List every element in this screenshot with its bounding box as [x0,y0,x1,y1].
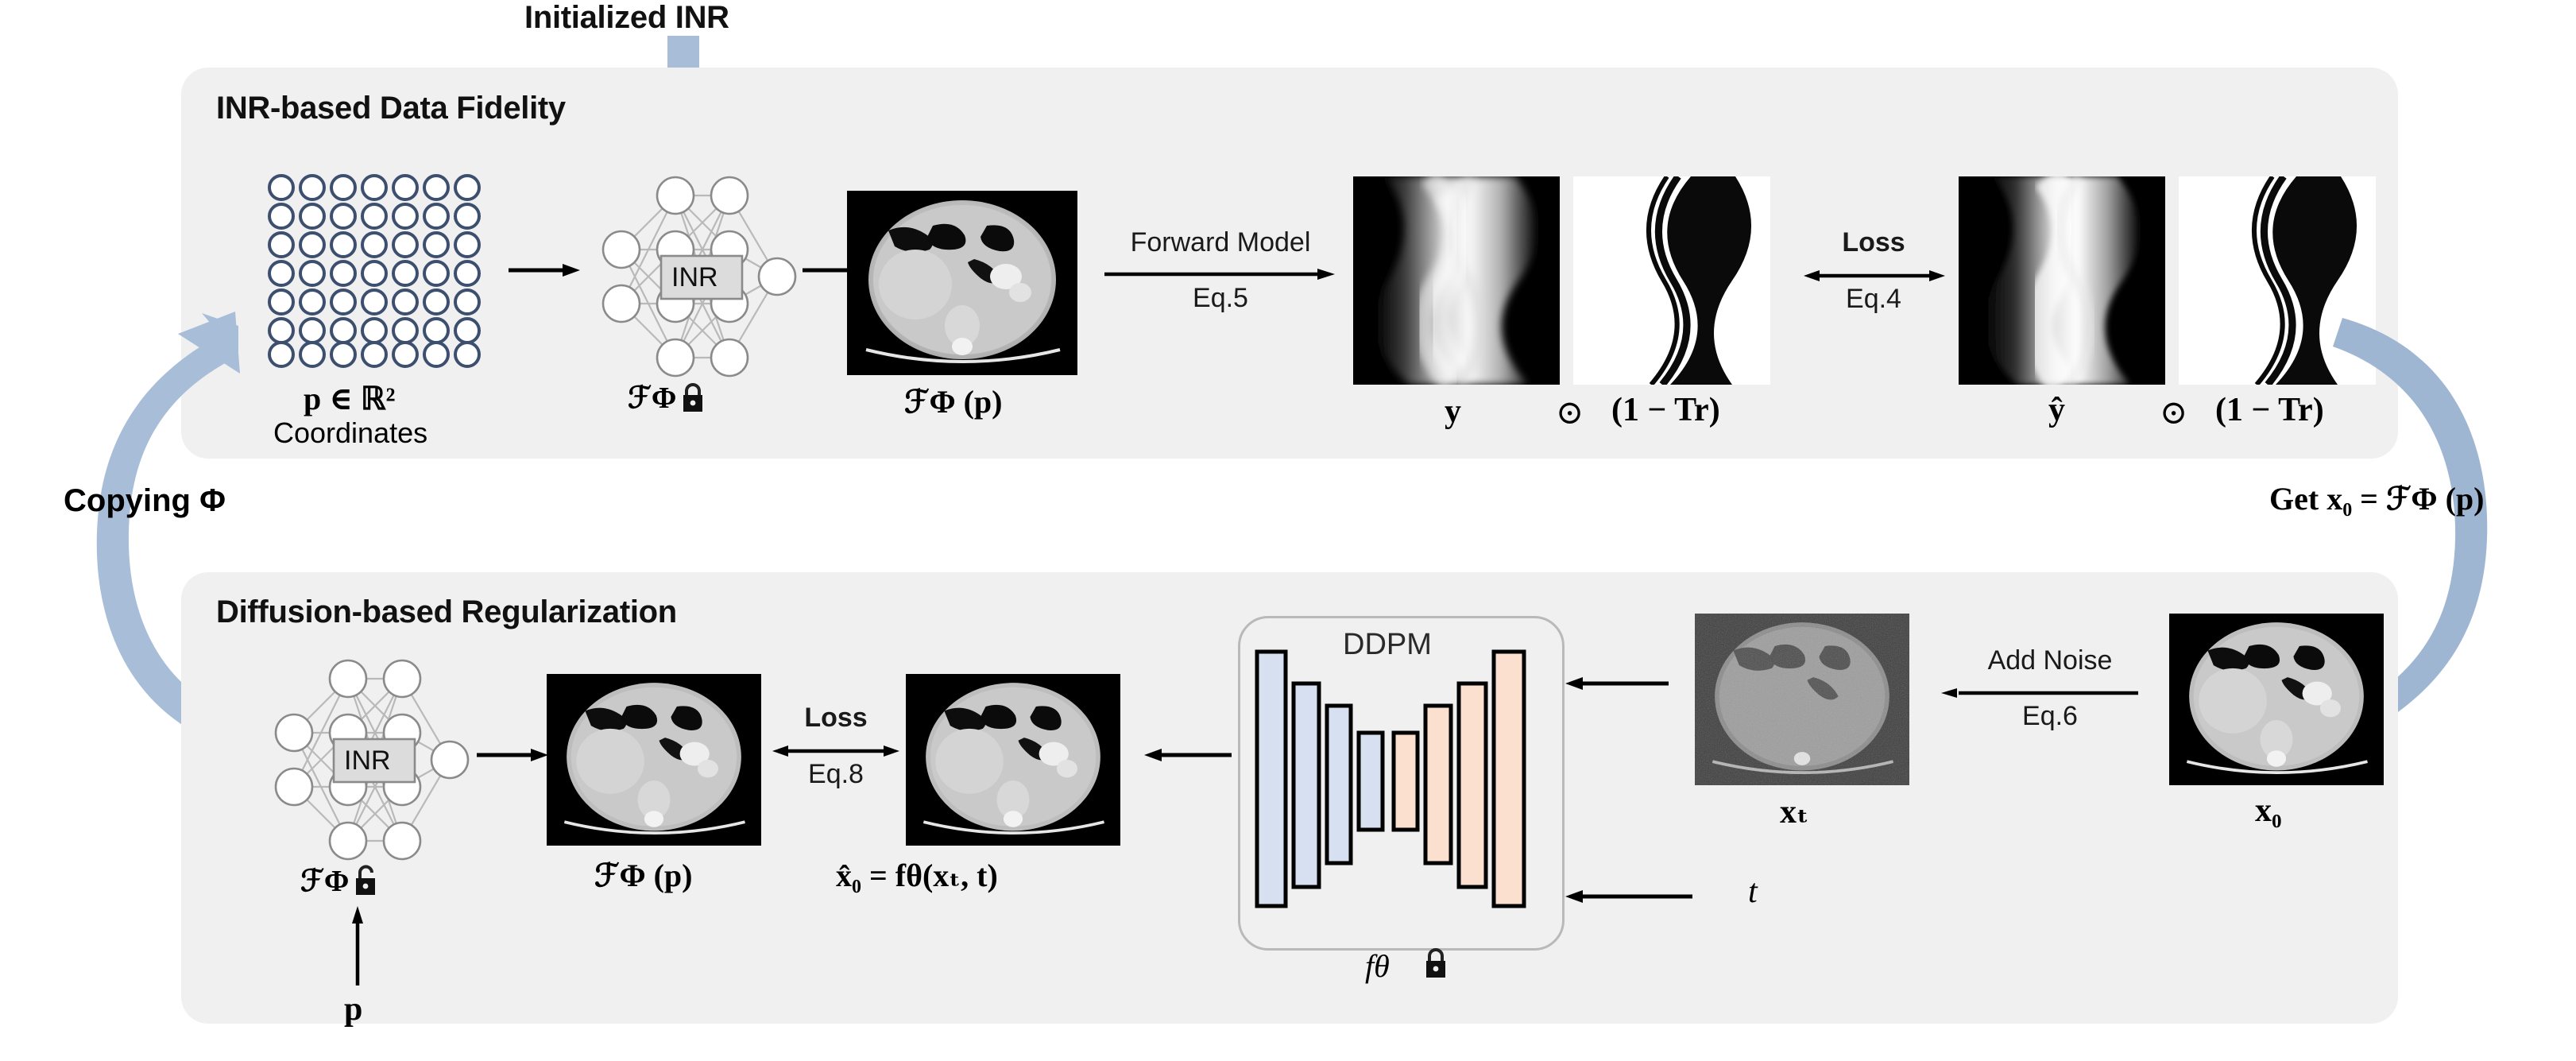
loss-arrow-eq4 [1804,270,1945,281]
coordinates-text-label: Coordinates [273,416,428,449]
denoised-label: x̂₀ = fθ(xₜ, t) [836,858,998,893]
copying-phi-arrow [96,312,251,752]
coordinates-grid [268,174,481,368]
ddpm-title: DDPM [1343,628,1432,661]
inr-network-top [601,176,797,378]
ddpm-caption: fθ [1365,947,1390,985]
loss-arrow-bottom-eq-label: Eq.8 [808,759,864,789]
mask-label-left: (1 − Tr) [1611,392,1720,428]
hadamard-operator-top-left: ⊙ [1556,395,1584,432]
forward-model-arrow-bottom-label: Eq.5 [1193,283,1248,313]
inr-box-label-bottom: INR [344,745,391,776]
clean-image-x0 [2169,614,2384,785]
add-noise-arrow-eq-label: Eq.6 [2022,701,2078,731]
loss-arrow-top-label: Loss [1842,227,1905,258]
lock-open-icon [356,865,375,895]
ddpm-caption-text: fθ [1365,948,1390,984]
coordinates-math-label: p ∈ ℝ² [304,381,396,416]
loss-arrow-bottom-label: Loss [804,703,868,733]
inr-caption-bottom: ℱΦ [300,865,350,898]
inr-network-bottom [274,659,470,861]
bottom-panel-title: Diffusion-based Regularization [216,594,677,629]
initialized-inr-caption: Initialized INR [524,0,729,35]
inr-caption-top: ℱΦ [628,381,677,415]
add-noise-arrow-label: Add Noise [1987,645,2113,676]
recon-label-bottom: ℱΦ (p) [594,858,693,893]
measured-sinogram-label: y [1445,393,1461,430]
estimated-sinogram-label: ŷ [2048,392,2065,428]
reconstruction-image-bottom [547,674,761,846]
get-x0-caption: Get x₀ = ℱΦ (p) [2269,481,2485,517]
ddpm-unet-bars [1255,649,1526,908]
t-to-ddpm-arrow [1565,890,1692,903]
clean-label-x0: x₀ [2255,792,2282,829]
forward-model-arrow-top-label: Forward Model [1130,227,1311,258]
mask-image-left [1573,176,1770,385]
p-input-arrow [352,906,363,985]
lock-closed-icon [683,383,702,412]
reconstruction-image-top [847,191,1077,375]
xt-to-ddpm-arrow [1565,677,1669,690]
forward-model-arrow [1104,269,1335,280]
loss-arrow-eq8 [772,745,899,757]
copying-phi-caption: Copying Φ [64,483,226,518]
grid-to-network-arrow [509,264,580,277]
inr-box-label-top: INR [671,262,718,292]
p-input-label: p [344,991,363,1028]
loss-arrow-top-eq-label: Eq.4 [1846,284,1901,314]
hadamard-operator-top-right: ⊙ [2160,395,2188,432]
ddpm-to-denoised-arrow [1144,749,1232,761]
sinogram-estimated-image [1959,176,2165,385]
lock-closed-icon-ddpm [1426,948,1445,978]
timestep-label: t [1748,873,1758,910]
recon-label-top: ℱΦ (p) [904,384,1003,420]
mask-label-right: (1 − Tr) [2215,392,2324,428]
top-panel-title: INR-based Data Fidelity [216,91,566,126]
noisy-image [1695,614,1909,785]
sinogram-measured-image [1353,176,1560,385]
add-noise-arrow [1941,688,2138,698]
denoised-image [906,674,1120,846]
network-to-recon-arrow-bottom [477,749,548,761]
noisy-label: xₜ [1780,794,1809,831]
